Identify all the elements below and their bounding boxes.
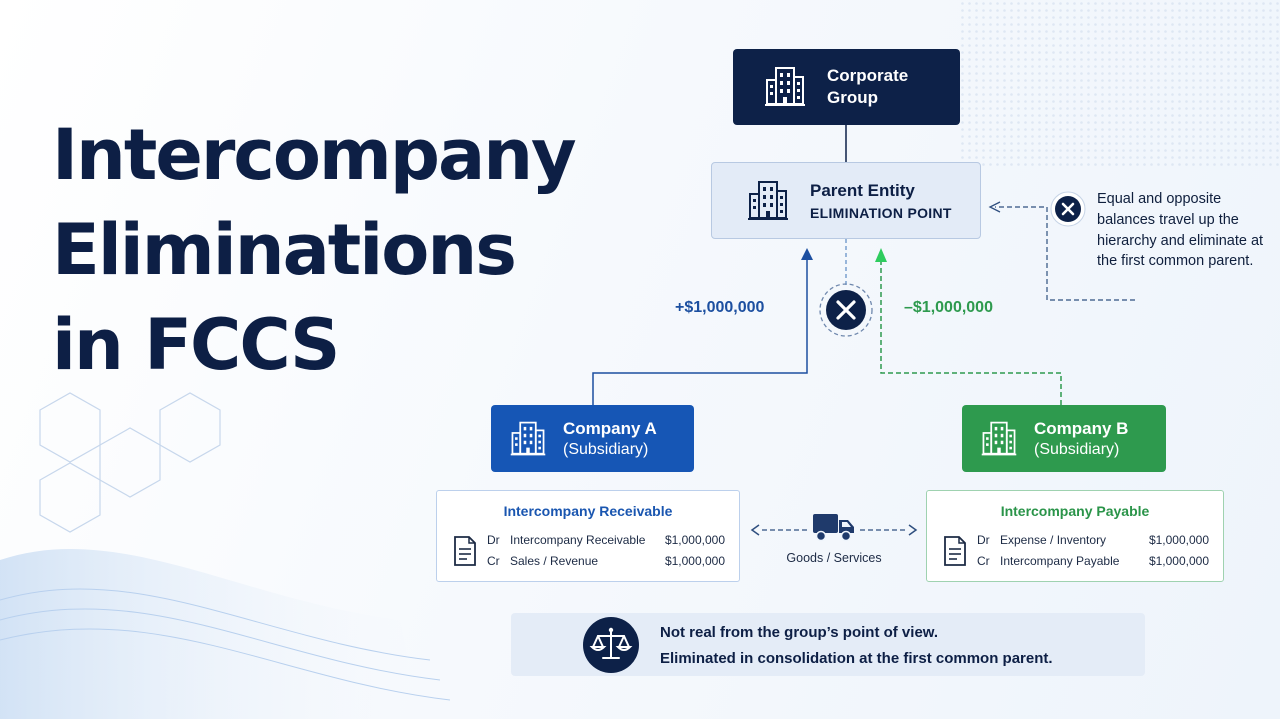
scale-icon [583,617,639,673]
corporate-group-line-1: Corporate [827,66,909,85]
close-icon [1050,191,1086,227]
company-b-box: Company B (Subsidiary) [962,405,1166,472]
entry-drcr: Dr [487,533,500,547]
goods-services-label: Goods / Services [786,551,882,565]
entry-account: Expense / Inventory [1000,533,1107,547]
elimination-note: Equal and opposite balances travel up th… [1097,191,1264,270]
title-line-3: in FCCS [52,304,340,386]
entry-drcr: Dr [977,533,990,547]
footer-line-2: Eliminated in consolidation at the first… [660,650,1053,667]
entry-amount: $1,000,000 [664,533,725,547]
title-line-1: Intercompany [52,114,577,196]
building-icon [765,67,805,106]
footer-banner: Not real from the group’s point of view.… [511,613,1145,676]
truck-icon [813,514,854,542]
corporate-group-box: Corporate Group [733,49,960,125]
elimination-point-label: ELIMINATION POINT [810,204,952,221]
company-a-box: Company A (Subsidiary) [491,405,694,472]
building-icon [981,421,1017,455]
footer-line-1: Not real from the group’s point of view. [660,624,939,641]
entry-account: Intercompany Receivable [510,533,646,547]
document-icon [944,536,966,566]
company-b-subtitle: (Subsidiary) [1034,440,1120,458]
page-title: Intercompany Eliminations in FCCS [52,108,612,393]
intercompany-payable-card: Intercompany Payable Dr Expense / Invent… [926,490,1224,582]
card-title: Intercompany Payable [1000,503,1150,519]
entry-drcr: Cr [487,554,500,568]
parent-entity-name: Parent Entity [810,180,915,200]
parent-entity-box: Parent Entity ELIMINATION POINT [711,162,981,239]
entry-account: Sales / Revenue [510,554,599,568]
building-icon [748,180,788,220]
entry-amount: $1,000,000 [1148,554,1209,568]
title-line-2: Eliminations [52,209,517,291]
intercompany-receivable-card: Intercompany Receivable Dr Intercompany … [436,490,740,582]
close-icon [819,283,873,337]
company-a-subtitle: (Subsidiary) [563,440,649,458]
entry-amount: $1,000,000 [1148,533,1209,547]
building-icon [510,421,546,455]
entry-drcr: Cr [977,554,990,568]
entry-account: Intercompany Payable [1000,554,1120,568]
company-a-name: Company A [563,418,657,438]
corporate-group-line-2: Group [827,88,878,107]
card-title: Intercompany Receivable [503,503,673,519]
positive-amount-label: +$1,000,000 [675,299,765,316]
entry-amount: $1,000,000 [664,554,725,568]
company-b-name: Company B [1034,418,1129,438]
negative-amount-label: –$1,000,000 [904,299,993,316]
document-icon [454,536,476,566]
